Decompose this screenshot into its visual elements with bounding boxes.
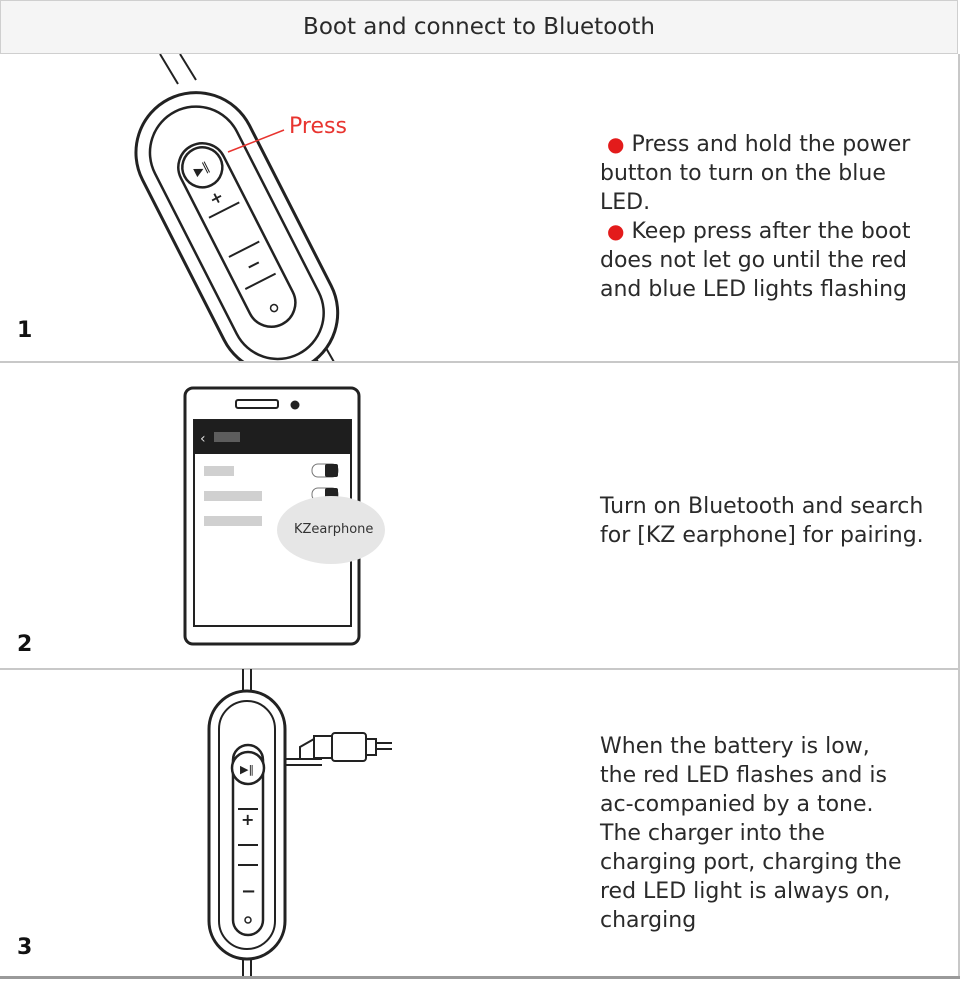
press-callout-label: Press — [289, 114, 347, 139]
step-number: 3 — [17, 935, 33, 960]
step-3-row: ▶‖ + − 3 When the battery is low, the re… — [0, 669, 960, 977]
row-divider — [0, 668, 960, 670]
bottom-border — [0, 976, 960, 979]
step-number: 1 — [17, 318, 33, 343]
svg-text:▶‖: ▶‖ — [192, 159, 212, 178]
bullet-dot-icon: ● — [607, 219, 625, 243]
remote-control-illustration: ▶‖ + − — [134, 54, 340, 362]
step-1-description: ● Press and hold the power button to tur… — [600, 130, 930, 304]
step-2-description: Turn on Bluetooth and search for [KZ ear… — [600, 494, 924, 548]
step-1-row: ▶‖ + − Press 1 ● Press and hold the powe… — [0, 54, 960, 362]
step-1-line-1: ● Press and hold the power button to tur… — [600, 132, 911, 215]
section-header: Boot and connect to Bluetooth — [0, 0, 958, 54]
svg-text:‹: ‹ — [200, 431, 206, 447]
right-border — [958, 54, 960, 977]
phone-illustration: ‹ — [183, 386, 385, 646]
row-divider — [0, 361, 960, 363]
step-2-row: ‹ KZearphone 2 Turn on Bluetooth and sea… — [0, 362, 960, 669]
kz-earphone-device-label: KZearphone — [294, 522, 374, 537]
svg-text:−: − — [241, 881, 256, 902]
step-number: 2 — [17, 632, 33, 657]
svg-text:+: + — [241, 810, 254, 829]
bullet-dot-icon: ● — [607, 132, 625, 156]
charging-remote-illustration: ▶‖ + − — [207, 669, 392, 977]
step-3-description: When the battery is low, the red LED fla… — [600, 734, 902, 933]
section-title: Boot and connect to Bluetooth — [303, 14, 655, 40]
svg-text:▶‖: ▶‖ — [240, 763, 254, 776]
step-1-line-2: ● Keep press after the boot does not let… — [600, 219, 911, 302]
